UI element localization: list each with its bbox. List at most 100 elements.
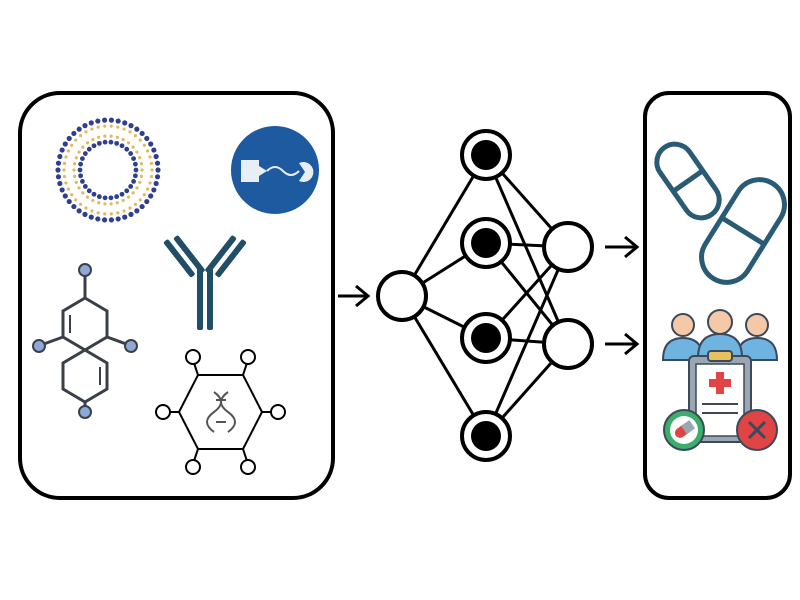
network-edge [484,246,570,437]
lipid-dot [81,191,85,195]
capsule-icon [654,141,787,285]
lipid-dot [138,180,142,184]
lipid-dot [96,194,102,200]
lipid-dot [139,130,145,137]
lipid-dot [102,139,108,145]
lipid-dot [62,174,67,179]
lipid-dot [66,198,72,205]
lipid-dot [119,143,125,149]
approved-badge-icon [663,409,705,451]
lipid-dot [128,151,134,156]
lipid-dot [122,209,126,213]
output-arrow-top [605,235,640,259]
network-node [542,318,594,370]
lipid-dot [55,167,61,173]
lipid-dot [91,143,97,149]
lipid-dot [84,206,88,210]
lipid-dot [142,143,146,147]
lipid-dot [116,125,120,129]
lipid-dot [72,174,77,178]
lipid-dot [122,214,128,220]
lipid-dot [86,146,92,152]
lipid-dot [55,160,62,166]
lipid-dot [142,193,146,197]
lipid-dot [121,137,125,142]
lipid-dot [57,180,63,187]
lipid-dot [155,167,161,173]
lipid-dot [128,184,134,189]
molecule-icon [32,263,138,419]
lipid-dot [115,201,119,205]
lipid-dot [150,168,154,172]
lipid-dot [72,168,76,172]
lipid-dot [133,202,138,207]
lipid-dot [108,117,115,123]
neural-network [376,129,594,462]
lipid-dot [78,161,84,167]
lipid-dot [71,130,77,137]
network-edge [400,295,488,437]
lipid-dot [151,187,157,193]
lipid-dot [135,186,139,190]
lipid-dot [126,141,131,145]
network-node-core [471,140,501,170]
lipid-dot [80,178,85,184]
network-edge [400,154,488,297]
lipid-dot [59,187,65,193]
lipid-dot [119,191,125,197]
lipid-dot [55,174,62,180]
lipid-dot [74,198,78,202]
lipid-dot [149,161,154,166]
lipid-dot [74,156,78,160]
lipid-dot [122,120,128,126]
lipid-dot [153,180,159,187]
lipid-dot [128,211,134,217]
lipid-dot [153,153,159,160]
lipid-dot [132,173,138,179]
lipid-dot [148,141,154,147]
lipid-dot [128,130,132,134]
lipid-dot [76,208,82,214]
lipid-dot [139,162,144,166]
lipid-dot [108,195,114,201]
lipid-dot [97,201,101,205]
lipid-dot [101,117,108,123]
lipid-dot [101,217,108,223]
lipid-dot [109,212,113,216]
lipid-dot [82,151,88,156]
lipid-dot [146,149,150,153]
lipid-dot [62,141,68,147]
lipid-dot [131,191,135,195]
lipid-dot [154,174,161,180]
lipid-dot [74,180,78,184]
lipid-dot [91,191,97,197]
lipid-dot [59,147,65,153]
lipid-dot [116,211,120,215]
lipid-dot [91,198,95,203]
lipid-dot [88,214,94,220]
lipid-dot [135,150,139,154]
network-nodes [376,129,594,462]
lipid-dot [77,186,81,190]
lipid-dot [90,209,94,213]
lipid-dot [131,178,136,184]
lipid-dot [62,161,67,166]
lipid-dot [148,193,154,199]
protein-binding-icon [231,126,319,214]
lipid-dot [133,167,139,173]
lipid-dot [115,118,121,124]
lipid-dot [77,167,83,173]
lipid-dot [115,216,121,222]
lipid-dot [88,120,94,126]
lipid-dot [132,161,138,167]
lipid-dot [86,188,92,194]
lipid-dot [66,149,70,153]
lipid-dot [70,143,74,147]
rejected-badge-icon [736,409,778,451]
dna-graph-icon [155,349,286,475]
lipid-dot [114,194,120,200]
lipid-dot [85,195,90,199]
lipid-dot [149,174,154,179]
lipid-dot [133,133,138,138]
